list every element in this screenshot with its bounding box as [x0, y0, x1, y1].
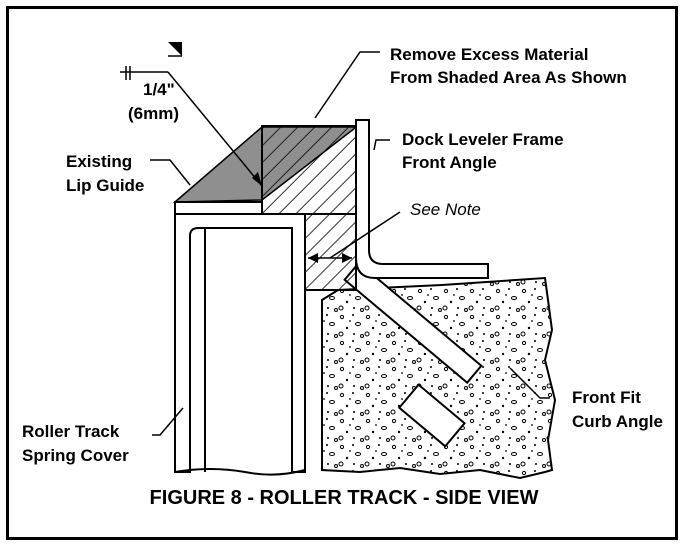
lip-guide-label: Existing — [66, 152, 133, 171]
note-block — [304, 213, 357, 291]
dimension-label: 1/4" — [143, 80, 175, 99]
lip-guide-label-2: Lip Guide — [66, 176, 145, 195]
spring-cover — [174, 213, 306, 473]
curb-angle-foot — [397, 383, 466, 448]
spring-cover-label-2: Spring Cover — [22, 446, 129, 465]
spring-cover-label: Roller Track — [22, 422, 120, 441]
curb-angle-label: Front Fit — [572, 388, 641, 407]
see-note-label: See Note — [410, 200, 481, 219]
curb-angle-label-2: Curb Angle — [572, 412, 663, 431]
dimension-metric-label: (6mm) — [128, 104, 180, 123]
frame-angle-label-2: Front Angle — [402, 153, 497, 172]
concrete-curb — [321, 276, 557, 480]
frame-angle-label: Dock Leveler Frame — [402, 130, 564, 149]
lip-guide — [174, 201, 263, 215]
figure-title: FIGURE 8 - ROLLER TRACK - SIDE VIEW — [149, 487, 539, 509]
remove-material-label: Remove Excess Material — [390, 45, 589, 64]
front-angle — [355, 119, 489, 279]
remove-material-label-2: From Shaded Area As Shown — [390, 68, 627, 87]
lip-guide-hatch — [261, 125, 357, 215]
